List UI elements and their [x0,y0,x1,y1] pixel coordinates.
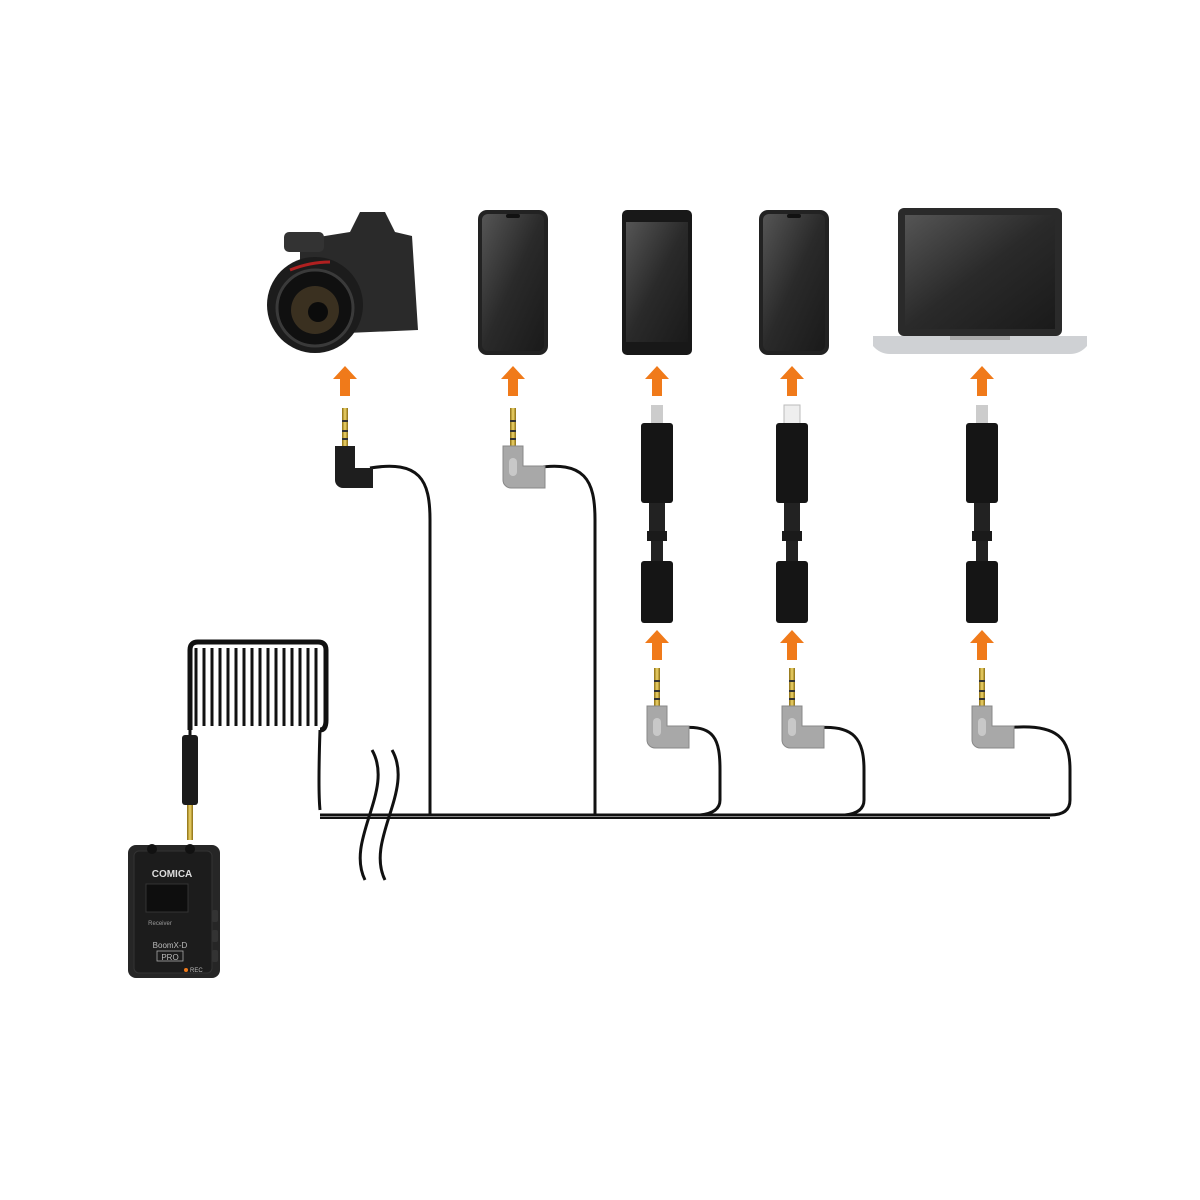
android-phone [622,210,692,355]
arrow-up-icon [780,366,804,396]
receiver-brand: COMICA [152,869,193,880]
trrs-plug [647,668,689,748]
trs-plug-camera [335,408,373,488]
receiver: COMICA Receiver BoomX-D PRO REC [128,844,220,978]
receiver-plug [182,735,198,840]
trrs-plug [782,668,824,748]
arrow-up-icon [780,630,804,660]
arrow-up-icon [645,366,669,396]
cables [188,464,1072,819]
usb-c-adapter-laptop [966,405,998,623]
arrow-up-icon [501,366,525,396]
arrow-up-icon [333,366,357,396]
laptop [873,208,1087,354]
lightning-adapter [776,404,808,623]
smartphone-1 [478,210,548,355]
receiver-button [212,910,218,922]
arrow-up-icon [970,630,994,660]
receiver-model: BoomX-D [153,941,188,950]
arrow-up-icon [645,630,669,660]
usb-c-adapter [641,405,673,623]
receiver-model-badge: PRO [161,953,178,962]
trrs-plug [972,668,1014,748]
iphone [759,210,829,355]
trrs-plug-phone [503,408,545,488]
receiver-rec-label: REC [190,968,203,974]
cable-break-mark [358,749,400,881]
dslr-camera [267,212,418,353]
receiver-button [212,950,218,962]
coiled-cable [187,639,329,733]
arrow-up-icon [970,366,994,396]
receiver-button [212,930,218,942]
receiver-screen-label: Receiver [148,921,172,927]
